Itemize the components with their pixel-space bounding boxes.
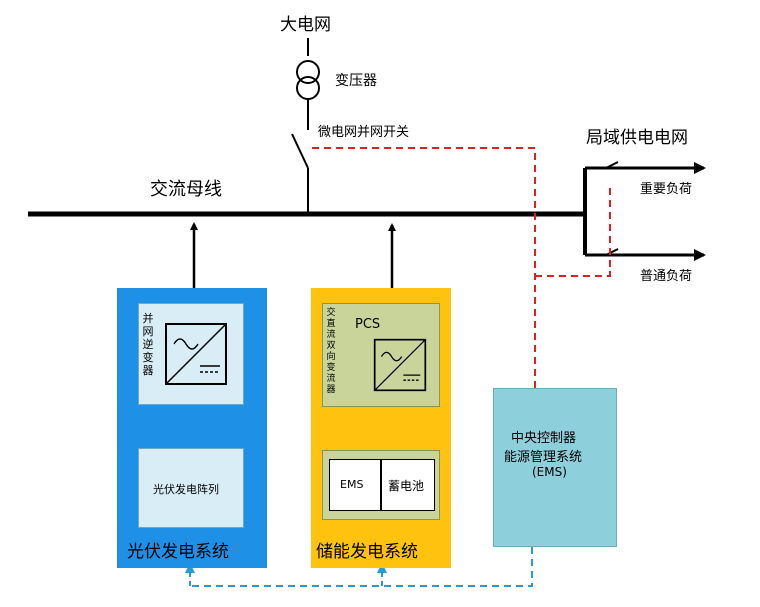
grid-switch-icon [291,133,309,169]
controller-line1: 中央控制器 [511,431,577,446]
pcs-desc-label: 交直流双向变流器 [326,308,336,395]
controller-line2: 能源管理系统 [504,450,583,465]
load-critical-label: 重要负荷 [640,182,693,197]
load-normal-label: 普通负荷 [640,269,693,284]
pcs-label: PCS [355,317,381,332]
inverter-icon [165,323,227,385]
pv-inverter-box: 并网逆变器 [138,303,244,405]
pcs-box: 交直流双向变流器 PCS [322,303,440,407]
ems-battery-box: EMS 蓄电池 [322,450,440,520]
comm-line [190,547,533,587]
transformer-label: 变压器 [335,73,377,89]
converter-icon [373,338,427,392]
control-line-loads [535,185,611,277]
ac-bus-label: 交流母线 [150,179,222,200]
storage-system-box: 交直流双向变流器 PCS EMS 蓄电池 储能发电系统 [311,288,451,568]
grid-switch-label: 微电网并网开关 [318,125,410,140]
pv-system-box: 并网逆变器 光伏发电阵列 光伏发电系统 [117,288,267,568]
pv-system-title: 光伏发电系统 [127,542,229,562]
transformer-icon [296,60,320,84]
local-grid-title: 局域供电电网 [586,128,688,148]
storage-system-title: 储能发电系统 [316,542,418,562]
pv-array-box: 光伏发电阵列 [138,448,244,528]
controller-line3: (EMS) [532,465,567,479]
battery-cell: 蓄电池 [381,459,435,511]
central-controller-box: 中央控制器 能源管理系统 (EMS) [493,388,617,547]
pv-array-label: 光伏发电阵列 [153,483,219,496]
ems-label: EMS [340,478,364,491]
ems-cell: EMS [329,459,381,511]
pv-inverter-label: 并网逆变器 [142,312,154,377]
control-line-switch [312,147,536,388]
battery-label: 蓄电池 [388,479,425,493]
grid-title: 大电网 [280,15,331,35]
